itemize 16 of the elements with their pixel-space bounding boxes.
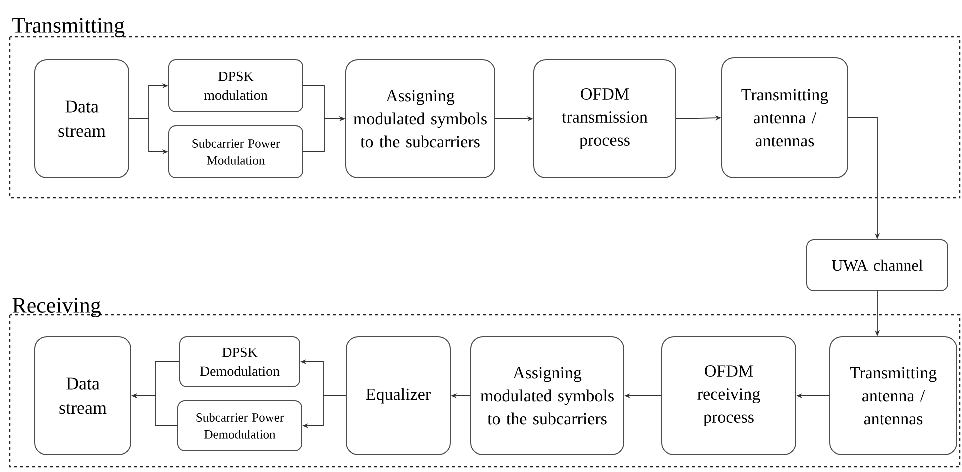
process-box: Data stream (34, 336, 132, 456)
process-box: Assigning modulated symbols to the subcarriers (346, 60, 496, 178)
process-box: Assigning modulated symbols to the subcarriers (470, 336, 624, 456)
process-box: OFDM transmission process (534, 60, 676, 178)
process-box: OFDM receiving process (662, 336, 796, 456)
group-title: Receiving (12, 298, 101, 318)
process-box: Subcarrier Power Demodulation (178, 400, 302, 452)
process-box: Transmitting antenna / antennas (830, 336, 958, 456)
process-box: Equalizer (346, 336, 451, 456)
process-box: DPSK Demodulation (180, 336, 300, 388)
process-box: DPSK modulation (168, 60, 304, 112)
group-title: Transmitting (12, 18, 125, 38)
process-box: Data stream (34, 60, 130, 178)
process-box: UWA channel (806, 240, 948, 292)
process-box: Subcarrier Power Modulation (168, 126, 304, 178)
process-box: Transmitting antenna / antennas (722, 58, 848, 178)
